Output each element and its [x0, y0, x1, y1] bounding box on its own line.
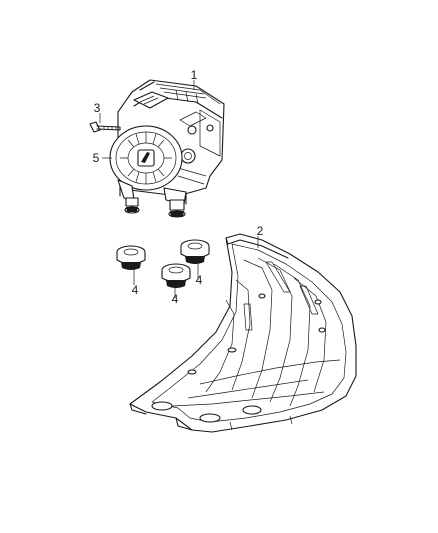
callout-isolator-left: 4	[132, 283, 139, 297]
callout-skid-plate: 2	[257, 224, 264, 238]
callout-isolator-right: 4	[196, 273, 203, 287]
isolator-center	[161, 263, 191, 288]
abs-module-assembly	[109, 79, 225, 218]
skid-plate	[129, 233, 357, 433]
callout-isolator-center: 4	[172, 292, 179, 306]
leader-lines	[99, 80, 259, 298]
isolator-right	[180, 239, 210, 264]
callout-abs-module: 1	[191, 68, 198, 82]
isolator-left	[116, 245, 146, 270]
callout-motor: 5	[93, 151, 100, 165]
callout-labels: 1 2 3 4 4 4 5	[93, 68, 264, 306]
bolt	[89, 121, 121, 133]
callout-bolt: 3	[94, 101, 101, 115]
